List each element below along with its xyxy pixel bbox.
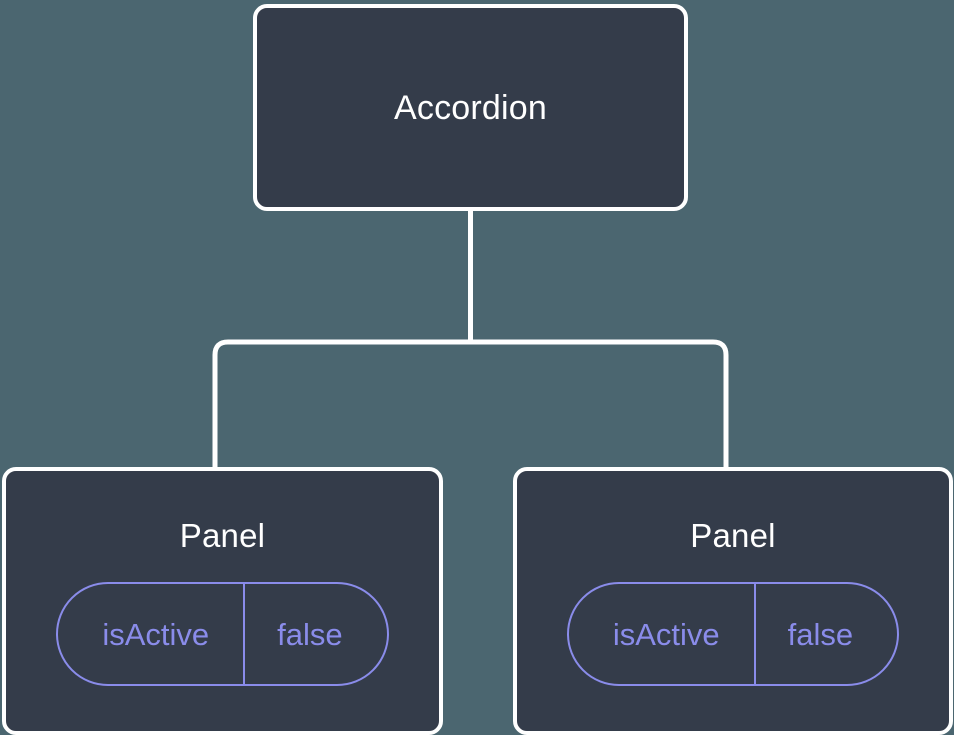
edge-junction-to-children	[212, 339, 729, 470]
node-panel-left-label: Panel	[179, 517, 266, 554]
panel-right-props: isActive false	[517, 582, 949, 686]
prop-key-label: isActive	[612, 616, 720, 652]
node-accordion[interactable]: Accordion	[253, 4, 688, 211]
node-accordion-label: Accordion	[394, 88, 547, 127]
prop-value-label: false	[243, 584, 386, 684]
node-panel-right[interactable]: Panel isActive false	[513, 467, 953, 735]
node-panel-left[interactable]: Panel isActive false	[2, 467, 443, 735]
panel-left-props: isActive false	[6, 582, 439, 686]
prop-pill-isactive-left[interactable]: isActive false	[56, 582, 389, 686]
prop-value-label: false	[753, 584, 897, 684]
prop-pill-isactive-right[interactable]: isActive false	[566, 582, 900, 686]
node-panel-right-label: Panel	[690, 517, 776, 554]
prop-key-label: isActive	[102, 616, 210, 652]
